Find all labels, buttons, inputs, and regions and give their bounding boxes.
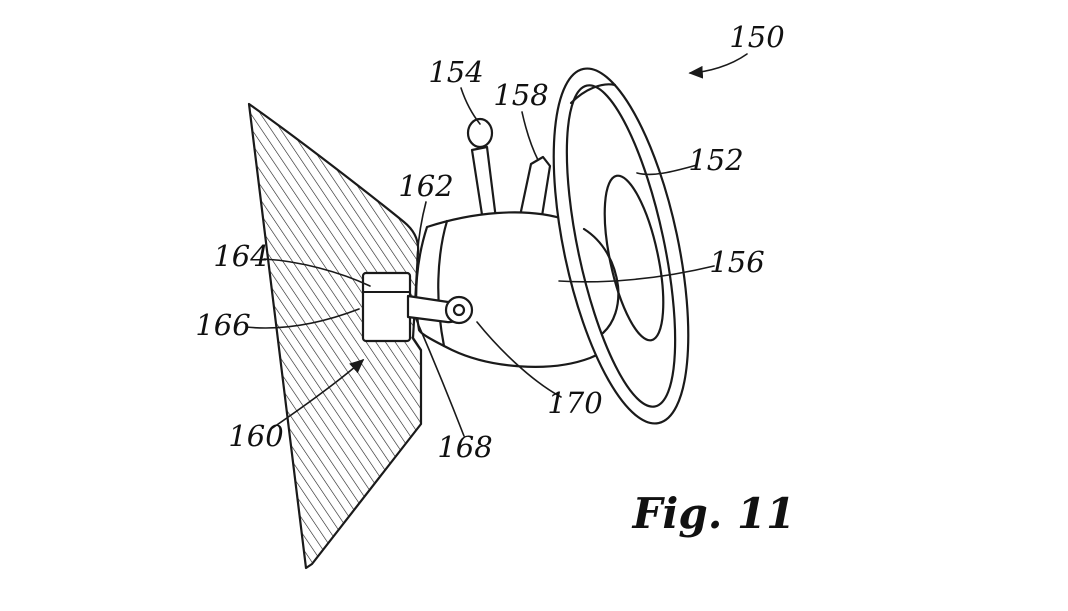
mounting-bracket bbox=[361, 271, 412, 343]
leader-164 bbox=[263, 258, 371, 287]
reference-labels: 150 154 158 152 162 164 156 166 170 160 … bbox=[195, 20, 795, 538]
ref-label-160: 160 bbox=[228, 419, 283, 453]
ref-label-170: 170 bbox=[547, 386, 602, 420]
leader-156 bbox=[558, 265, 715, 283]
leader-162 bbox=[416, 201, 427, 262]
leader-160 bbox=[270, 358, 365, 430]
stalk-158 bbox=[518, 155, 552, 218]
steering-wheel-hub-opening bbox=[603, 174, 665, 342]
ref-label-152: 152 bbox=[688, 143, 743, 177]
leader-154 bbox=[460, 87, 481, 125]
ref-label-150: 150 bbox=[729, 20, 784, 54]
pivot-circle-inner bbox=[452, 303, 466, 317]
lever-154-knob bbox=[466, 117, 494, 149]
ref-label-154: 154 bbox=[428, 55, 483, 89]
leader-170 bbox=[476, 321, 562, 398]
leader-166 bbox=[245, 308, 360, 329]
rim-top-contour bbox=[569, 83, 617, 105]
leader-150 bbox=[688, 53, 748, 79]
ref-label-166: 166 bbox=[195, 308, 250, 342]
hub-contour bbox=[582, 227, 620, 335]
drawing-linework bbox=[247, 67, 690, 570]
ref-label-168: 168 bbox=[437, 430, 492, 464]
ref-label-162: 162 bbox=[398, 169, 453, 203]
ref-label-164: 164 bbox=[213, 239, 268, 273]
column-seam-line bbox=[437, 219, 449, 348]
ref-label-156: 156 bbox=[709, 245, 764, 279]
leader-152 bbox=[636, 164, 698, 176]
leader-168 bbox=[415, 318, 465, 437]
leader-lines bbox=[245, 53, 748, 437]
lever-154-stalk bbox=[470, 145, 498, 223]
figure-caption: Fig. 11 bbox=[632, 489, 796, 538]
leader-158 bbox=[521, 111, 539, 161]
ref-label-158: 158 bbox=[493, 78, 548, 112]
